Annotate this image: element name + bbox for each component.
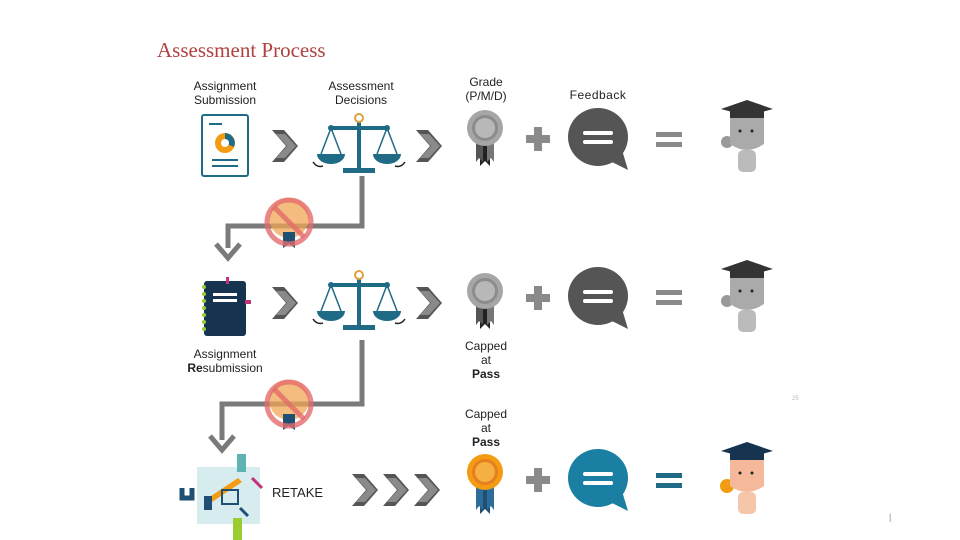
design-tools-icon xyxy=(179,454,264,540)
balance-scale-icon xyxy=(311,269,407,332)
label-assignment-resubmission: Assignment Resubmission xyxy=(187,347,263,375)
label-capped-at-pass-2: Capped at Pass xyxy=(464,407,508,449)
student-avatar-grey-icon xyxy=(721,260,773,332)
student-avatar-grey-icon xyxy=(721,100,773,172)
triple-chevron-icon xyxy=(352,474,440,506)
chevron-right-icon xyxy=(416,130,442,162)
no-award-icon xyxy=(267,380,311,430)
page-number: 25 xyxy=(792,396,799,402)
arrow-down-icon xyxy=(208,434,236,454)
award-badge-grey-icon xyxy=(467,110,503,166)
equals-icon xyxy=(656,473,682,488)
diagram-title: Assessment Process xyxy=(157,38,326,62)
header-grade: Grade (P/M/D) xyxy=(465,75,507,103)
chevron-right-icon xyxy=(272,130,298,162)
header-assessment-decisions: Assessment Decisions xyxy=(328,79,394,107)
header-assignment-submission: Assignment Submission xyxy=(193,79,257,107)
notebook-icon xyxy=(202,277,251,336)
speech-bubble-grey-icon xyxy=(568,108,628,170)
chevron-right-icon xyxy=(272,287,298,319)
arrow-down-icon xyxy=(214,242,242,262)
label-capped-at-pass-1: Capped at Pass xyxy=(464,339,508,381)
header-feedback: Feedback xyxy=(569,88,627,102)
award-badge-gold-icon xyxy=(467,454,503,514)
label-retake: RETAKE xyxy=(272,485,324,500)
slide-marker: | xyxy=(889,512,892,522)
balance-scale-icon xyxy=(311,112,407,175)
document-report-icon xyxy=(201,114,249,177)
no-award-icon xyxy=(267,198,311,248)
plus-icon xyxy=(526,468,550,492)
chevron-right-icon xyxy=(416,287,442,319)
equals-icon xyxy=(656,290,682,305)
student-avatar-graduate-icon xyxy=(720,442,773,514)
plus-icon xyxy=(526,127,550,151)
plus-icon xyxy=(526,286,550,310)
award-badge-grey-icon xyxy=(467,273,503,329)
speech-bubble-teal-icon xyxy=(568,449,628,511)
equals-icon xyxy=(656,132,682,147)
speech-bubble-grey-icon xyxy=(568,267,628,329)
